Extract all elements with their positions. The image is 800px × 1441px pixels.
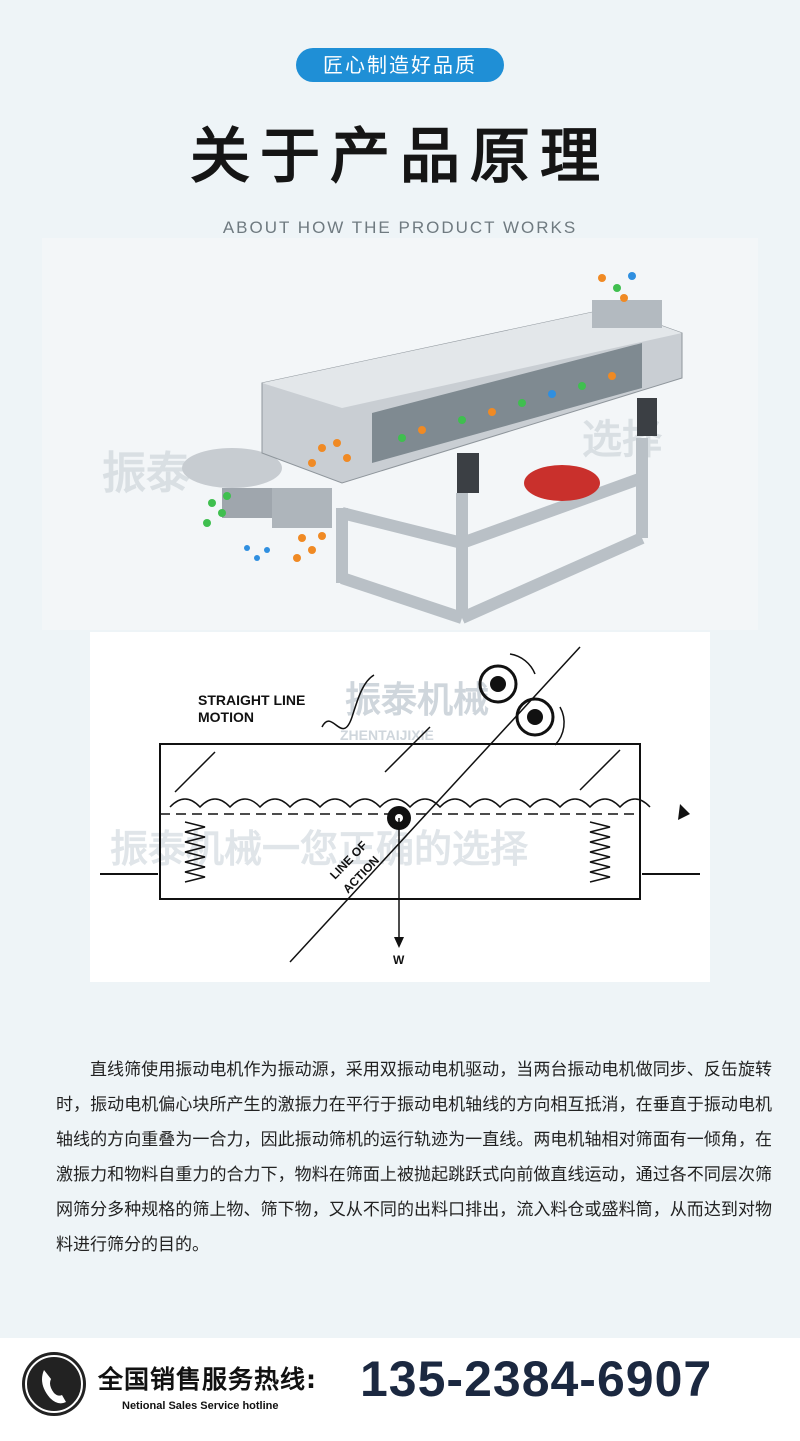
inlet-feeder [592,300,662,328]
outlet-spout [222,488,272,518]
hotline-footer: 全国销售服务热线: Netional Sales Service hotline… [0,1338,800,1441]
material-path [169,798,651,809]
product-illustration: 振泰 选择 [42,238,758,630]
hotline-sub-label: Netional Sales Service hotline [122,1400,279,1412]
header-badge: 匠心制造好品质 [296,48,504,82]
rotation-arrow [509,653,536,675]
right-spring [589,821,611,883]
straight-line-label: STRAIGHT LINE [198,692,305,708]
motor-eccentric [490,676,506,692]
vibration-motor [524,465,600,501]
weight-label: W [393,953,405,967]
material-particles [203,272,636,562]
weight-arrowhead [394,937,404,948]
screen-mesh-window [372,343,642,463]
outlet-spout [272,488,332,528]
motion-label: MOTION [198,709,254,725]
phone-icon [22,1352,86,1416]
motion-arrow-left [174,751,216,793]
watermark-pinyin: ZHENTAIJIXIE [340,727,434,743]
principle-diagram: 振泰机械 ZHENTAIJIXIE 振泰机械一您正确的选择 [90,632,710,982]
screen-box-outline [159,743,641,900]
motion-arrow-center [384,726,431,773]
watermark-brand: 振泰机械 [345,680,489,721]
rotation-arrow [554,706,565,746]
outlet-hopper [182,448,282,488]
motor-eccentric [527,709,543,725]
watermark-slogan: 振泰机械一您正确的选择 [110,827,529,871]
vibration-motor-top [478,664,518,704]
vibration-motor-bottom [515,697,555,737]
product-description: 直线筛使用振动电机作为振动源，采用双振动电机驱动，当两台振动电机做同步、反缶旋转… [56,1060,772,1255]
page-subtitle: ABOUT HOW THE PRODUCT WORKS [222,218,578,237]
left-spring [184,821,206,883]
page-title: 关于产品原理 [190,122,610,192]
watermark-text: 振泰 [102,448,191,499]
path-arrowhead [678,804,690,820]
spring [457,453,479,493]
screen-top-cover [262,308,682,408]
hotline-number[interactable]: 135-2384-6907 [360,1351,713,1407]
machine-frame [336,438,648,624]
spring [637,398,657,436]
motion-arrow-right [579,749,621,791]
motion-callout [321,674,375,730]
hotline-label: 全国销售服务热线: [98,1365,317,1394]
